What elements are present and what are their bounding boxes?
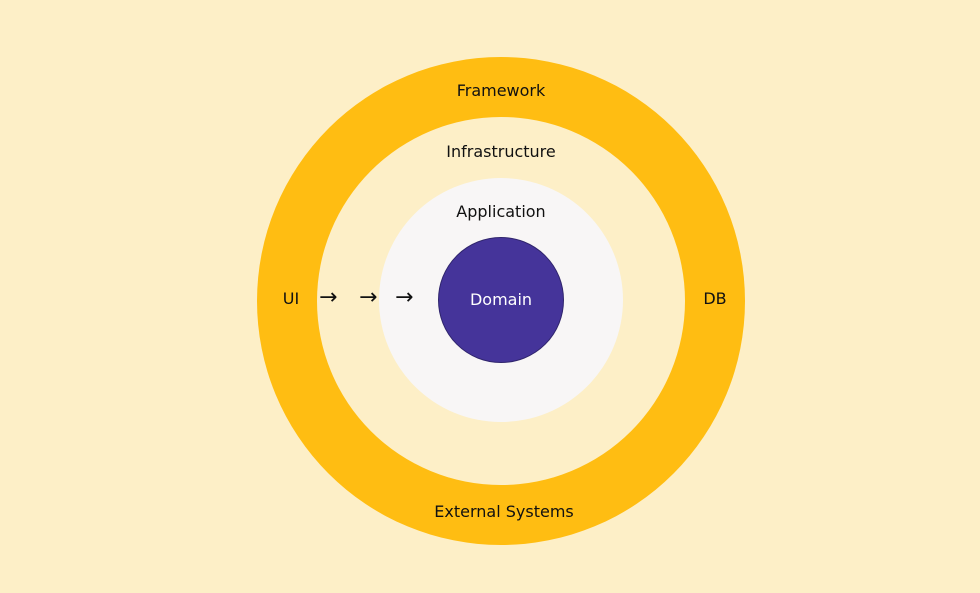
domain-core [438,237,564,363]
external-systems-label: External Systems [434,502,574,521]
db-label: DB [703,289,727,308]
infrastructure-label: Infrastructure [446,142,556,161]
dependency-arrow: → [319,285,338,310]
framework-label: Framework [456,81,546,100]
ui-label: UI [282,289,300,308]
dependency-arrow: → [359,285,378,310]
application-label: Application [456,202,546,221]
domain-label: Domain [469,290,533,309]
dependency-arrow: → [395,285,414,310]
